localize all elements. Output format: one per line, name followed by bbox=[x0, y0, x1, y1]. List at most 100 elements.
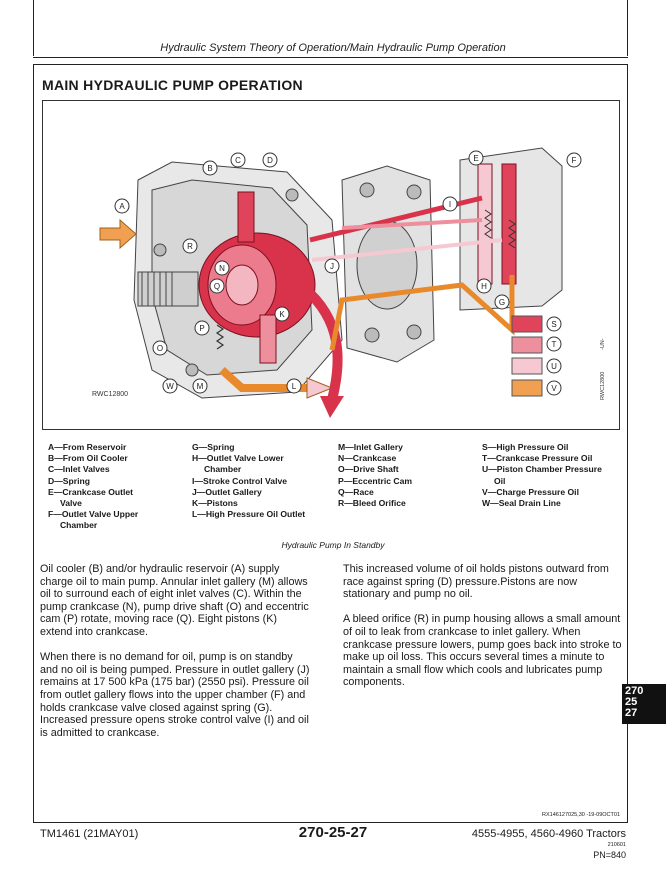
outlet-arrow bbox=[306, 377, 334, 399]
legend-column-4: S—High Pressure Oil T—Crankcase Pressure… bbox=[482, 442, 622, 509]
legend-item: C—Inlet Valves bbox=[48, 464, 110, 475]
swatch-t bbox=[511, 336, 543, 354]
body-column-left: Oil cooler (B) and/or hydraulic reservoi… bbox=[40, 563, 310, 752]
legend-column-1: A—From Reservoir B—From Oil Cooler C—Inl… bbox=[48, 442, 188, 532]
callout-a: A bbox=[114, 198, 130, 214]
svg-text:G: G bbox=[499, 298, 505, 307]
box-top-rule bbox=[33, 64, 628, 65]
piston-upper bbox=[237, 191, 255, 243]
callout-d: D bbox=[262, 152, 278, 168]
callout-v: V bbox=[546, 380, 562, 396]
callout-q: Q bbox=[209, 278, 225, 294]
page-left-border bbox=[33, 64, 34, 822]
passage-piston bbox=[311, 238, 503, 262]
callout-j: J bbox=[324, 258, 340, 274]
callouts: A B C D E F G H I J K L M N O P Q R S T … bbox=[114, 150, 582, 396]
body-paragraph: When there is no demand for oil, pump is… bbox=[40, 651, 310, 739]
callout-e: E bbox=[468, 150, 484, 166]
legend-item: T—Crankcase Pressure Oil bbox=[482, 453, 593, 464]
body-paragraph: This increased volume of oil holds pisto… bbox=[343, 563, 609, 601]
callout-w: W bbox=[162, 378, 178, 394]
high-pressure-arrow-head bbox=[320, 396, 344, 418]
svg-text:I: I bbox=[449, 200, 451, 209]
tab-line: 270 bbox=[625, 685, 644, 697]
callout-p: P bbox=[194, 320, 210, 336]
callout-l: L bbox=[286, 378, 302, 394]
svg-text:O: O bbox=[157, 344, 163, 353]
legend-item: D—Spring bbox=[48, 475, 91, 486]
legend-item: Chamber bbox=[192, 464, 242, 475]
callout-c: C bbox=[230, 152, 246, 168]
callout-o: O bbox=[152, 340, 168, 356]
callout-i: I bbox=[442, 196, 458, 212]
model-line: 4555-4955, 4560-4960 Tractors bbox=[471, 828, 626, 840]
color-key bbox=[511, 315, 543, 397]
legend-item: L—High Pressure Oil Outlet bbox=[192, 509, 306, 520]
swatch-u bbox=[511, 357, 543, 375]
callout-n: N bbox=[214, 260, 230, 276]
callout-m: M bbox=[192, 378, 208, 394]
svg-text:K: K bbox=[279, 310, 285, 319]
legend-item: N—Crankcase bbox=[338, 453, 397, 464]
callout-b: B bbox=[202, 160, 218, 176]
legend-item: S—High Pressure Oil bbox=[482, 442, 569, 452]
body-paragraph: A bleed orifice (R) in pump housing allo… bbox=[343, 613, 622, 689]
figure-image-code: RWC12800 bbox=[92, 391, 128, 398]
callout-s: S bbox=[546, 316, 562, 332]
passage-crankcase bbox=[341, 218, 483, 230]
passage-charge bbox=[329, 275, 515, 351]
valve-block-right bbox=[459, 147, 563, 311]
legend-item: O—Drive Shaft bbox=[338, 464, 399, 475]
legend-item: W—Seal Drain Line bbox=[482, 498, 561, 509]
figure-side-mark: -UN- bbox=[600, 338, 606, 350]
cover-plate bbox=[341, 165, 435, 363]
header-rule bbox=[33, 57, 628, 58]
body-paragraph: Oil cooler (B) and/or hydraulic reservoi… bbox=[40, 563, 309, 638]
page-right-rule bbox=[627, 0, 628, 56]
legend-column-3: M—Inlet Gallery N—Crankcase O—Drive Shaf… bbox=[338, 442, 478, 509]
legend-item: J—Outlet Gallery bbox=[192, 486, 262, 497]
svg-text:V: V bbox=[551, 384, 557, 393]
callout-g: G bbox=[494, 294, 510, 310]
footer-rule bbox=[33, 822, 628, 823]
legend-item: A—From Reservoir bbox=[48, 442, 127, 452]
section-title: MAIN HYDRAULIC PUMP OPERATION bbox=[42, 77, 303, 93]
drive-shaft bbox=[137, 271, 199, 307]
part-number: PN=840 bbox=[593, 850, 626, 860]
legend-item: P—Eccentric Cam bbox=[338, 475, 413, 486]
legend-item: Oil bbox=[482, 475, 506, 486]
callout-h: H bbox=[476, 278, 492, 294]
svg-text:W: W bbox=[166, 382, 174, 391]
legend-item: V—Charge Pressure Oil bbox=[482, 486, 579, 497]
legend-item: H—Outlet Valve Lower bbox=[192, 453, 284, 464]
legend-item: Valve bbox=[48, 498, 82, 509]
svg-text:E: E bbox=[473, 154, 478, 163]
svg-text:J: J bbox=[330, 262, 334, 271]
callout-u: U bbox=[546, 358, 562, 374]
piston-lower bbox=[259, 314, 277, 364]
inlet-arrow bbox=[99, 218, 137, 250]
tab-line: 27 bbox=[625, 707, 638, 719]
callout-f: F bbox=[566, 152, 582, 168]
page-number: 270-25-27 bbox=[298, 824, 368, 841]
legend-column-2: G—Spring H—Outlet Valve Lower Chamber I—… bbox=[192, 442, 332, 520]
svg-text:U: U bbox=[551, 362, 557, 371]
legend-item: G—Spring bbox=[192, 442, 235, 452]
svg-text:A: A bbox=[119, 202, 125, 211]
manual-id: TM1461 (21MAY01) bbox=[40, 828, 139, 840]
reference-code: RX146127025,30 -19-09OCT01 bbox=[542, 812, 620, 818]
section-tab: 270 25 27 bbox=[622, 684, 666, 724]
legend-item: B—From Oil Cooler bbox=[48, 453, 128, 464]
legend-item: E—Crankcase Outlet bbox=[48, 486, 134, 497]
svg-text:F: F bbox=[572, 156, 577, 165]
page-left-rule bbox=[33, 0, 34, 56]
pump-illustration: A B C D E F G H I J K L M N O P Q R S T … bbox=[42, 100, 620, 430]
svg-text:N: N bbox=[219, 264, 225, 273]
svg-text:L: L bbox=[292, 382, 297, 391]
legend-item: Chamber bbox=[48, 520, 98, 531]
figure-caption: Hydraulic Pump In Standby bbox=[281, 540, 385, 550]
legend-item: M—Inlet Gallery bbox=[338, 442, 403, 452]
legend-item: I—Stroke Control Valve bbox=[192, 475, 288, 486]
tab-line: 25 bbox=[625, 696, 638, 708]
swatch-v bbox=[511, 379, 543, 397]
